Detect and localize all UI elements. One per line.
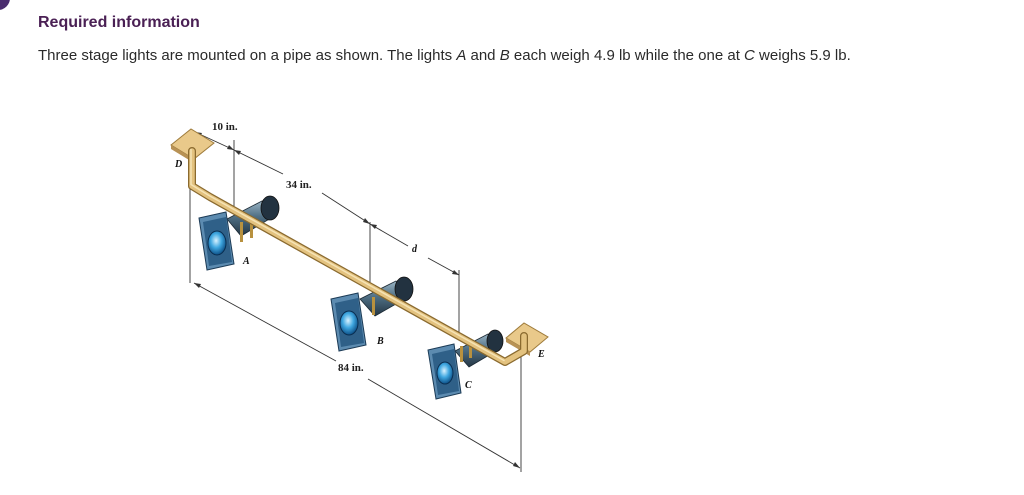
dimension-label-84in: 84 in. [338,362,364,374]
problem-text-part: weighs 5.9 lb. [754,47,851,64]
point-label-a: A [242,256,250,267]
dimension-label-34in: 34 in. [286,179,312,191]
section-heading: Required information [38,14,200,31]
point-label-e: E [537,349,545,360]
problem-statement: Three stage lights are mounted on a pipe… [38,46,988,65]
variable-c: C [744,47,755,64]
problem-text-part: each weigh 4.9 lb while the one at [509,47,745,64]
problem-text-part: and [466,47,500,64]
variable-a: A [456,47,467,64]
dimension-label-10in: 10 in. [212,121,238,133]
point-label-d: D [174,159,182,170]
point-label-c: C [465,380,472,391]
dimension-lines [189,130,522,472]
variable-b: B [499,47,510,64]
support-plate-d [170,128,215,160]
point-label-b: B [376,336,384,347]
corner-badge [0,0,10,10]
dimension-label-d: d [412,244,418,255]
pipe [188,147,528,366]
problem-text-part: Three stage lights are mounted on a pipe… [38,47,457,64]
